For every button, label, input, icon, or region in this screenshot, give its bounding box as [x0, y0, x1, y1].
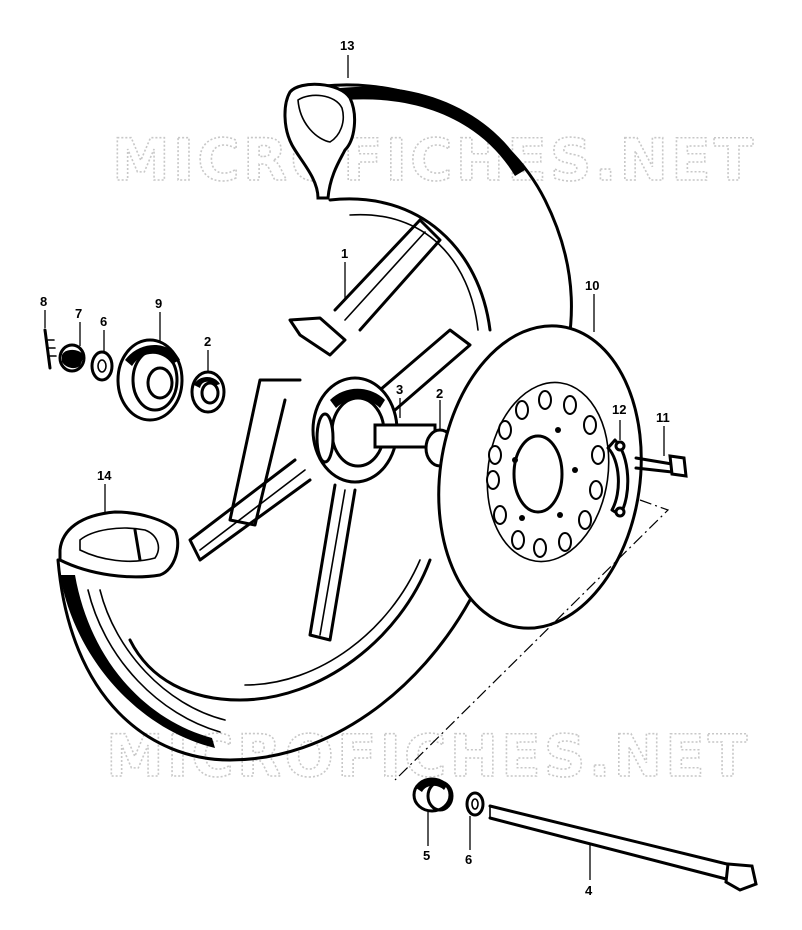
callout-9: 9 — [155, 296, 162, 311]
callouts: 13 1 10 8 7 6 9 2 3 2 12 11 14 5 6 4 — [40, 38, 670, 898]
callout-7: 7 — [75, 306, 82, 321]
callout-10: 10 — [585, 278, 599, 293]
callout-2-left: 2 — [204, 334, 211, 349]
part-4-axle — [488, 804, 758, 892]
part-2-bearing-left — [190, 370, 226, 414]
callout-3: 3 — [396, 382, 403, 397]
callout-4: 4 — [585, 883, 593, 898]
wheel-spokes — [188, 218, 472, 642]
brake-disc — [437, 324, 643, 630]
part-5-spacer — [412, 777, 454, 813]
leader-lines — [44, 55, 665, 880]
watermark-top: MICROFICHES.NET — [112, 126, 756, 194]
part-8-bolt — [43, 328, 57, 370]
callout-6-bottom: 6 — [465, 852, 472, 867]
callout-11: 11 — [656, 410, 670, 425]
callout-6-top: 6 — [100, 314, 107, 329]
callout-13: 13 — [340, 38, 354, 53]
callout-8: 8 — [40, 294, 47, 309]
callout-2-right: 2 — [436, 386, 443, 401]
part-11-bolt — [634, 454, 688, 478]
part-6-washer-bottom — [465, 791, 485, 817]
callout-1: 1 — [341, 246, 348, 261]
part-6-washer-top — [90, 350, 114, 382]
callout-5: 5 — [423, 848, 430, 863]
part-7-nut — [58, 343, 86, 373]
wheel-rim — [56, 82, 573, 762]
axis-line-right — [394, 499, 670, 781]
wheel-hub — [311, 376, 456, 484]
callout-14: 14 — [97, 468, 112, 483]
part-9-hub-cover — [116, 338, 184, 422]
callout-12: 12 — [612, 402, 626, 417]
